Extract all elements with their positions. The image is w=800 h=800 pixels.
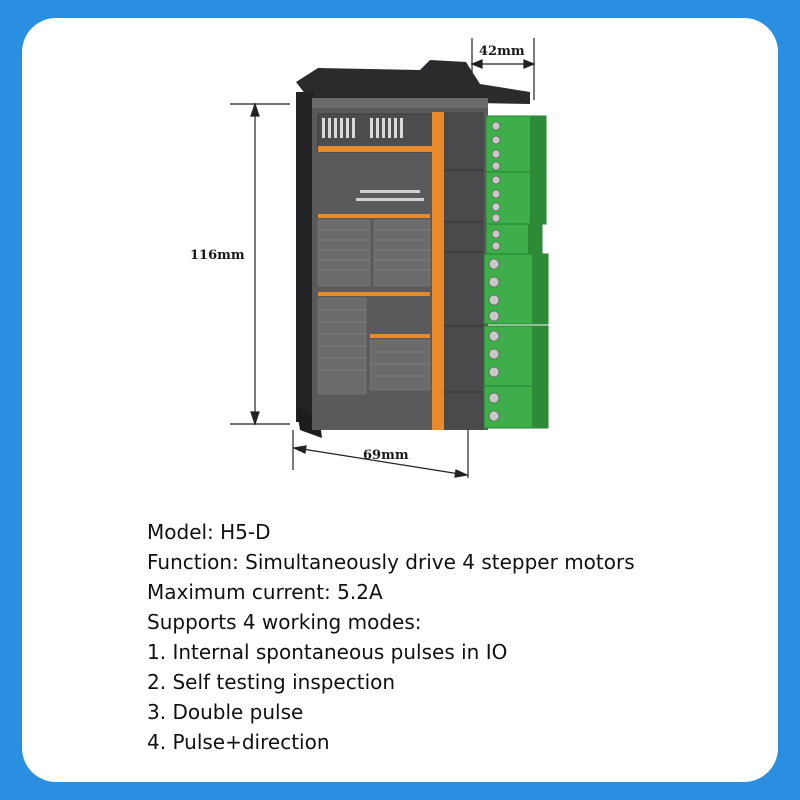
driver-device bbox=[296, 60, 530, 438]
spec-mode-3: 3. Double pulse bbox=[147, 700, 304, 724]
width-dimension-label: 69mm bbox=[363, 448, 409, 463]
dimension-lines bbox=[230, 38, 536, 478]
spec-mode-2: 2. Self testing inspection bbox=[147, 670, 396, 694]
spec-list: Model: H5-D Function: Simultaneously dri… bbox=[147, 517, 635, 757]
spec-mode-4: 4. Pulse+direction bbox=[147, 730, 330, 754]
terminal-blocks bbox=[483, 115, 549, 429]
depth-dimension-label: 42mm bbox=[479, 44, 525, 59]
spec-mode-1: 1. Internal spontaneous pulses in IO bbox=[147, 640, 508, 664]
height-dimension-label: 116mm bbox=[190, 248, 245, 263]
spec-modes-heading: Supports 4 working modes: bbox=[147, 610, 422, 634]
spec-model: Model: H5-D bbox=[147, 520, 271, 544]
spec-function: Function: Simultaneously drive 4 stepper… bbox=[147, 550, 635, 574]
spec-max-current: Maximum current: 5.2A bbox=[147, 580, 383, 604]
